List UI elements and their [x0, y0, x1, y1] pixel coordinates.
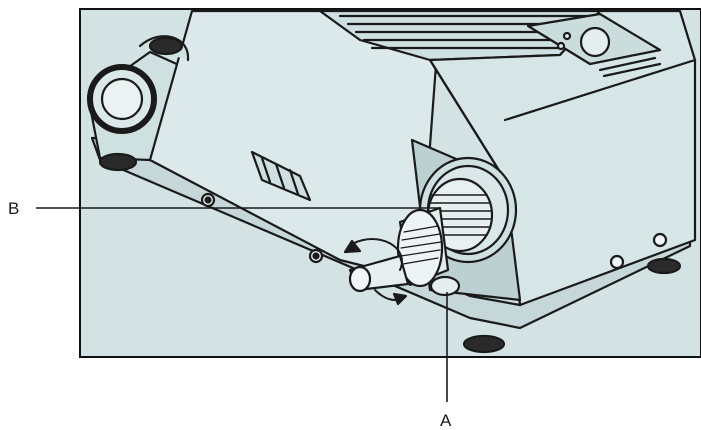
callout-label-b: B	[8, 199, 20, 218]
callout-label-a: A	[440, 411, 452, 430]
projector-body	[86, 9, 697, 354]
